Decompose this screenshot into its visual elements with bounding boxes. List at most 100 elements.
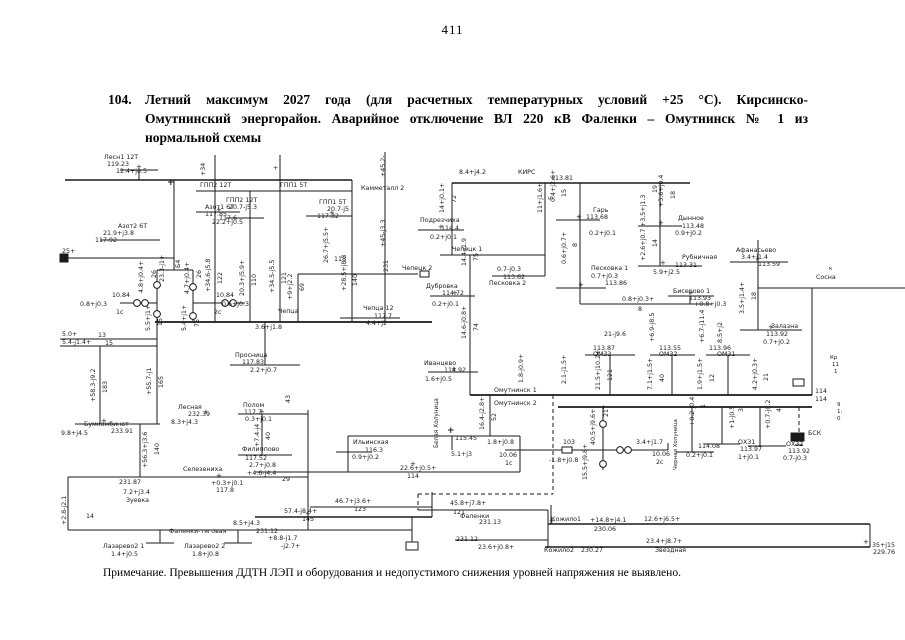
diagram-label: 21.5+j10.2+ xyxy=(595,349,602,390)
diagram-label: 14.4-j1.9 xyxy=(461,237,468,266)
diagram-label: Сосна xyxy=(816,274,836,281)
diagram-label: к xyxy=(829,266,833,272)
page-number: 411 xyxy=(441,22,464,37)
breaker-icon xyxy=(599,460,607,468)
diagram-label: Филиппово xyxy=(242,446,280,453)
diagram-label: + xyxy=(755,255,761,263)
diagram-label: ОХ31 xyxy=(738,439,756,446)
diagram-label: + xyxy=(447,426,455,436)
diagram-label: Селезениха xyxy=(183,466,223,473)
diagram-label: ОХ32 xyxy=(786,441,804,448)
switch-icon xyxy=(792,378,805,387)
diagram-label: 11 xyxy=(832,362,839,368)
diagram-label: Б4 xyxy=(175,259,182,268)
diagram-label: 8 xyxy=(638,306,643,313)
title-line-1: Летний максимум 2027 года (для расчетных… xyxy=(145,92,808,107)
diagram-label: 12.4+j0.5 xyxy=(116,168,148,175)
diagram-label: 231.12 xyxy=(456,536,479,543)
diagram-label: + xyxy=(216,472,222,480)
diagram-label: + xyxy=(305,510,311,518)
diagram-label: + xyxy=(410,460,416,468)
diagram-label: 0.7+j0.2 xyxy=(763,339,791,346)
diagram-label: 113.68 xyxy=(586,214,609,221)
diagram-label: 40.5+j9.6+ xyxy=(590,408,597,445)
diagram-label: 2с xyxy=(214,309,222,316)
figure-index: 104. xyxy=(108,92,132,107)
title-line-2: Омутнинский энергорайон. Аварийное отклю… xyxy=(145,111,808,127)
diagram-label: 23.6+j0.8+ xyxy=(478,544,515,551)
switch-icon xyxy=(405,541,419,551)
capacitor-icon xyxy=(59,253,69,263)
diagram-label: 0.2+j0.1 xyxy=(686,452,714,459)
diagram-label: 9.8+j4.5 xyxy=(61,430,89,437)
diagram-label: 40 xyxy=(659,373,666,382)
diagram-label: 114 xyxy=(407,473,420,480)
capacitor-icon xyxy=(790,432,805,442)
diagram-label: 3.4+j1.4 xyxy=(741,254,769,261)
breaker-icon xyxy=(229,299,237,307)
diagram-label: 20.3+j5.9+ xyxy=(239,259,246,296)
diagram-label: 1.9+j1.5+ xyxy=(697,357,704,390)
diagram-label: 18 xyxy=(670,190,677,199)
diagram-label: 123 xyxy=(354,506,367,513)
diagram-label: + xyxy=(658,219,664,227)
diagram-label: Омутнинск 2 xyxy=(494,400,537,407)
diagram-label: Подрезчиха xyxy=(420,217,460,224)
diagram-label: 113.92 xyxy=(788,448,811,455)
diagram-label: КИРС xyxy=(518,169,536,176)
breaker-icon xyxy=(189,283,197,291)
diagram-label: 183 xyxy=(102,380,109,393)
diagram-label: + xyxy=(452,289,458,297)
diagram-label: 117.92 xyxy=(95,237,118,244)
diagram-label: 10.84 xyxy=(112,292,131,299)
diagram-label: 0.9+j0.2 xyxy=(675,230,703,237)
breaker-icon xyxy=(616,446,624,454)
diagram-label: 117.8 xyxy=(216,487,235,494)
diagram-label: 9 xyxy=(62,256,67,263)
diagram-label: 10.06 xyxy=(499,452,518,459)
diagram-label: 3 xyxy=(738,407,745,412)
diagram-label: +3.5+j1.3 xyxy=(640,194,647,227)
diagram-label: 231.87 xyxy=(119,479,142,486)
diagram-label: 4.2+j0.3+ xyxy=(752,357,759,390)
diagram-label: 113.81 xyxy=(551,175,574,182)
diagram-label: 15 xyxy=(561,188,568,197)
diagram-label: 29 xyxy=(282,476,291,483)
diagram-label: 13 xyxy=(98,332,107,339)
title-line-3: нормальной схемы xyxy=(145,130,262,146)
diagram-label: Бумкомбинат xyxy=(84,421,129,428)
diagram-label: +28.5+j8.3 xyxy=(341,254,348,291)
diagram-label: +0.2-j0.4 xyxy=(689,396,696,426)
diagram-label: 5.5+j1+ xyxy=(145,304,152,331)
diagram-label: 8.5+j4.3 xyxy=(233,520,261,527)
diagram-label: 4.8+j0.4+ xyxy=(138,260,145,293)
switch-icon xyxy=(419,270,430,278)
diagram-label: 4.4+j2 xyxy=(366,320,388,327)
switch-icon xyxy=(561,446,573,454)
diagram-label: 119.23 xyxy=(107,161,130,168)
diagram-label: Бисерово 1 xyxy=(673,288,711,295)
diagram-label: 103 xyxy=(563,439,576,446)
diagram-label: 1 xyxy=(700,403,707,408)
diagram-label: 1 xyxy=(834,369,838,375)
diagram-label: 113.48 xyxy=(682,223,705,230)
diagram-label: +14.8+j4.1 xyxy=(590,517,627,524)
diagram-label: Афанасьево xyxy=(736,247,777,254)
diagram-label: 5.4-j1.4+ xyxy=(62,339,92,346)
diagram-label: 1.6+j0.5 xyxy=(425,376,453,383)
breaker-icon xyxy=(221,299,229,307)
diagram-label: + xyxy=(101,417,107,425)
breaker-icon xyxy=(599,420,607,428)
diagram-label: +58.3-j9.2 xyxy=(90,368,97,402)
diagram-label: 8.5+j2 xyxy=(717,321,724,343)
diagram-label: Черная Холуница xyxy=(673,419,679,470)
diagram-label: 117.82 xyxy=(317,213,340,220)
diagram-label: Ильинская xyxy=(353,439,389,446)
diagram-label: +9+j2.2 xyxy=(287,273,294,300)
diagram-label: 18 xyxy=(751,291,758,300)
diagram-label: 22.6+j0.5+ xyxy=(400,465,437,472)
diagram-label: 2.2+j0.7 xyxy=(250,367,278,374)
diagram-label: 3.6+j1.8 xyxy=(255,324,283,331)
diagram-label: ГПП2 12Т xyxy=(226,197,258,204)
breaker-icon xyxy=(133,299,141,307)
